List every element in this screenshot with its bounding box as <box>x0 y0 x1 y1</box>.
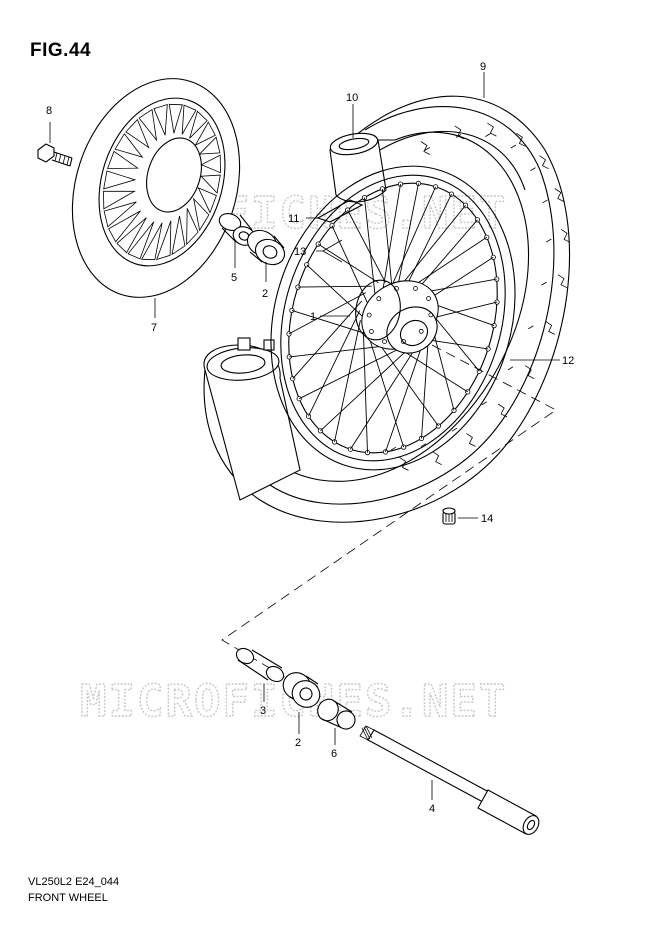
callout-8: 8 <box>46 105 52 117</box>
hub-spoke-hole <box>382 339 387 345</box>
callout-12: 12 <box>562 355 574 367</box>
leader-lines <box>49 72 560 800</box>
hub-spoke-hole <box>368 329 374 334</box>
disc-slot <box>186 208 199 246</box>
spoke <box>367 334 405 448</box>
spoke <box>362 328 368 453</box>
spoke-nipple <box>344 207 351 213</box>
spoke <box>334 320 361 442</box>
disc-slot <box>197 187 217 214</box>
disc-slot <box>181 104 197 135</box>
hub-spoke-hole <box>394 286 399 291</box>
diagram-code: VL250L2 E24_044 <box>28 876 120 888</box>
callout-14: 14 <box>481 513 493 525</box>
bearing-upper <box>246 229 286 266</box>
callout-3: 3 <box>260 705 266 717</box>
disc-slot <box>103 170 137 190</box>
tread-mark <box>390 446 409 471</box>
callout-4: 4 <box>429 803 435 815</box>
disc-slot <box>193 197 210 232</box>
callout-6: 6 <box>331 748 337 760</box>
hub <box>355 279 439 354</box>
disc-slot <box>156 220 172 261</box>
tread-mark <box>507 365 535 379</box>
spoke <box>347 209 386 283</box>
hub-spoke-hole <box>413 285 418 291</box>
disc-slot <box>171 215 186 256</box>
spoke <box>317 243 379 284</box>
disc-slot <box>108 210 141 243</box>
callout-13: 13 <box>294 246 306 258</box>
axle <box>359 725 540 835</box>
spoke <box>374 337 439 427</box>
disc-slot <box>194 121 216 147</box>
disc-slot <box>125 118 150 149</box>
brake-disc <box>71 78 241 298</box>
tire-lower-section <box>203 337 301 501</box>
tread-mark <box>420 141 431 155</box>
spoke <box>297 285 372 288</box>
disc-slot <box>127 221 155 260</box>
tire <box>203 95 571 523</box>
bearing-lower <box>282 672 321 708</box>
spoke <box>308 310 361 417</box>
valve-cap <box>442 507 456 525</box>
disc-slot <box>189 110 208 139</box>
tread-mark <box>528 321 555 335</box>
diagram-caption: FRONT WHEEL <box>28 892 108 904</box>
hub-spoke-hole <box>418 328 424 334</box>
disc-slot <box>107 150 139 169</box>
disc-slot <box>116 217 147 254</box>
collar <box>317 698 356 730</box>
callout-10: 10 <box>346 92 358 104</box>
tread-mark <box>454 125 464 140</box>
disc-bolt <box>37 143 73 167</box>
spacer-lower <box>235 647 285 683</box>
disc-slot <box>138 108 158 142</box>
spoke <box>396 183 419 292</box>
tread-mark <box>485 122 497 137</box>
spoke-nipple <box>347 446 353 452</box>
hub-spoke-hole <box>401 339 406 344</box>
spoke <box>381 188 393 286</box>
tread-mark <box>546 228 571 243</box>
hub-spoke-hole <box>426 296 432 301</box>
tread-mark <box>481 401 508 418</box>
callout-7: 7 <box>151 322 157 334</box>
hub-spoke-hole <box>376 296 382 302</box>
callout-5: 5 <box>231 272 237 284</box>
figure-title: FIG.44 <box>30 40 92 61</box>
callout-2-upper: 2 <box>262 288 268 300</box>
tread-mark <box>420 443 442 466</box>
disc-slot <box>153 103 168 136</box>
disc-slot <box>141 222 163 261</box>
hub-spoke-hole <box>366 312 372 318</box>
disc-slot <box>168 103 183 134</box>
callout-9: 9 <box>480 61 486 73</box>
callout-labels: 8 10 9 11 13 5 2 1 7 12 14 3 2 6 4 <box>46 61 574 815</box>
tread-mark <box>530 155 549 171</box>
tread-mark <box>510 132 526 149</box>
spoke <box>288 292 367 335</box>
disc-slot <box>103 201 137 228</box>
disc-slot <box>200 154 221 174</box>
tread-mark <box>542 188 564 204</box>
disc-slot <box>114 133 144 158</box>
tread-mark <box>541 274 568 289</box>
tread-mark <box>451 427 476 447</box>
callout-11: 11 <box>288 213 299 225</box>
disc-slot <box>103 190 137 210</box>
hub-spoke-hole <box>428 312 434 318</box>
spoke <box>292 300 363 379</box>
spoke-nipple <box>289 307 295 313</box>
callout-2-lower: 2 <box>295 737 301 749</box>
disc-slot <box>200 174 221 194</box>
callout-1: 1 <box>310 311 316 323</box>
disc-slot <box>198 136 221 155</box>
